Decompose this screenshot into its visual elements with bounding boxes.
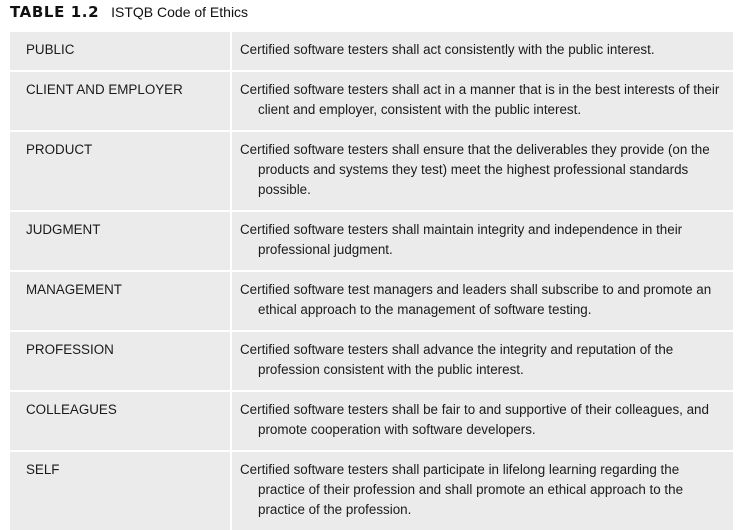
row-term: SELF	[10, 451, 232, 530]
row-term: PUBLIC	[10, 32, 232, 72]
row-term: COLLEAGUES	[10, 391, 232, 452]
table-caption: TABLE 1.2 ISTQB Code of Ethics	[10, 3, 248, 23]
row-definition: Certified software testers shall partici…	[231, 451, 733, 530]
row-term: PRODUCT	[10, 131, 232, 212]
row-definition: Certified software testers shall ensure …	[231, 131, 733, 212]
row-definition-text: Certified software test managers and lea…	[240, 282, 712, 317]
row-definition: Certified software testers shall maintai…	[231, 211, 733, 272]
table-row: PROFESSION Certified software testers sh…	[10, 331, 733, 392]
row-term: MANAGEMENT	[10, 271, 232, 332]
row-definition-text: Certified software testers shall act in …	[240, 82, 720, 117]
row-definition-text: Certified software testers shall partici…	[240, 462, 684, 517]
table-row: SELF Certified software testers shall pa…	[10, 451, 733, 530]
table-number: TABLE 1.2	[10, 3, 100, 21]
ethics-table: PUBLIC Certified software testers shall …	[10, 32, 733, 530]
row-term: CLIENT AND EMPLOYER	[10, 71, 232, 132]
table-row: MANAGEMENT Certified software test manag…	[10, 271, 733, 332]
row-definition-text: Certified software testers shall ensure …	[240, 142, 710, 197]
row-definition: Certified software testers shall act con…	[231, 32, 733, 72]
table-row: JUDGMENT Certified software testers shal…	[10, 211, 733, 272]
row-definition-text: Certified software testers shall be fair…	[240, 402, 709, 437]
table-row: CLIENT AND EMPLOYER Certified software t…	[10, 71, 733, 132]
row-definition-text: Certified software testers shall advance…	[240, 342, 674, 377]
table-title: ISTQB Code of Ethics	[111, 4, 249, 20]
row-term: JUDGMENT	[10, 211, 232, 272]
row-definition: Certified software testers shall act in …	[231, 71, 733, 132]
row-term: PROFESSION	[10, 331, 232, 392]
row-definition-text: Certified software testers shall act con…	[240, 42, 655, 57]
table-row: PRODUCT Certified software testers shall…	[10, 131, 733, 212]
row-definition: Certified software testers shall advance…	[231, 331, 733, 392]
row-definition: Certified software testers shall be fair…	[231, 391, 733, 452]
table-row: COLLEAGUES Certified software testers sh…	[10, 391, 733, 452]
table-row: PUBLIC Certified software testers shall …	[10, 32, 733, 72]
row-definition: Certified software test managers and lea…	[231, 271, 733, 332]
row-definition-text: Certified software testers shall maintai…	[240, 222, 683, 257]
